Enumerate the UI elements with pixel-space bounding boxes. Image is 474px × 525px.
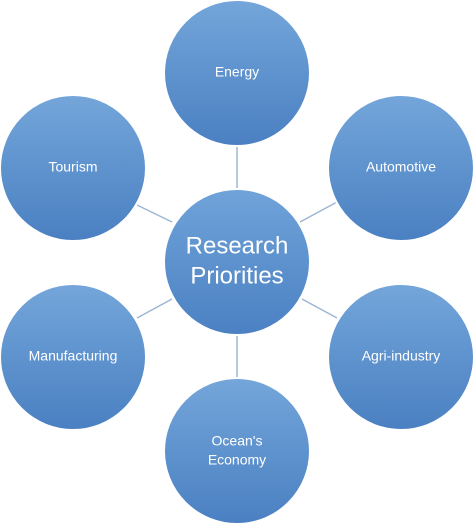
node-oceans-economy-label-line1: Ocean's [212,433,263,449]
node-agri-industry-label: Agri-industry [362,348,441,364]
node-manufacturing-label: Manufacturing [29,348,118,364]
node-energy-label: Energy [215,64,259,80]
node-tourism: Tourism [0,94,147,242]
node-automotive-circle [327,94,474,242]
node-automotive-label: Automotive [366,159,436,175]
connector-tourism [136,204,173,223]
node-manufacturing: Manufacturing [0,283,147,431]
center-node-circle [163,188,311,336]
node-agri-industry-circle [327,283,474,431]
node-agri-industry: Agri-industry [327,283,474,431]
connector-automotive [299,201,338,223]
connector-agri-industry [301,298,338,319]
node-tourism-label: Tourism [48,159,97,175]
node-tourism-circle [0,94,147,242]
connectors [136,146,338,380]
node-oceans-economy-label-line2: Economy [208,452,266,468]
center-node-label-line1: Research [186,232,289,259]
center-node: Research Priorities [163,188,311,336]
node-energy: Energy [163,0,311,147]
center-node-label-line2: Priorities [190,262,283,289]
node-automotive: Automotive [327,94,474,242]
connector-manufacturing [136,298,173,319]
node-oceans-economy: Ocean's Economy [163,377,311,525]
node-energy-circle [163,0,311,147]
node-manufacturing-circle [0,283,147,431]
node-oceans-economy-circle [163,377,311,525]
